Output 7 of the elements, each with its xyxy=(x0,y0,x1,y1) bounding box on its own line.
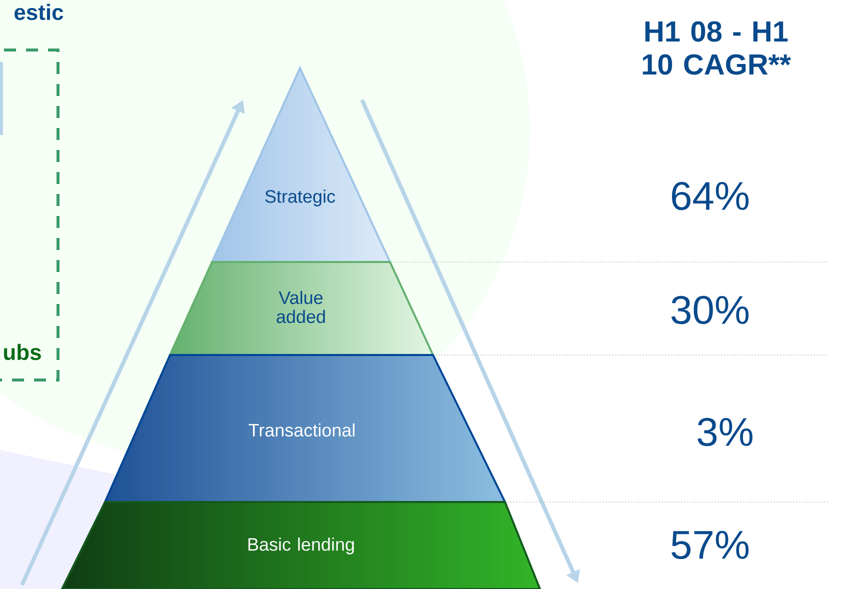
percentage-value: 3% xyxy=(698,418,752,446)
heading-text: estic xyxy=(14,4,64,20)
dashed-box: ubs xyxy=(0,48,60,382)
column-heading: H1 08 - H1 10 CAGR** xyxy=(642,21,791,75)
percentage-value: 57% xyxy=(672,530,749,560)
percentage-value: 30% xyxy=(672,296,749,324)
percentage-value: 64% xyxy=(672,182,749,210)
